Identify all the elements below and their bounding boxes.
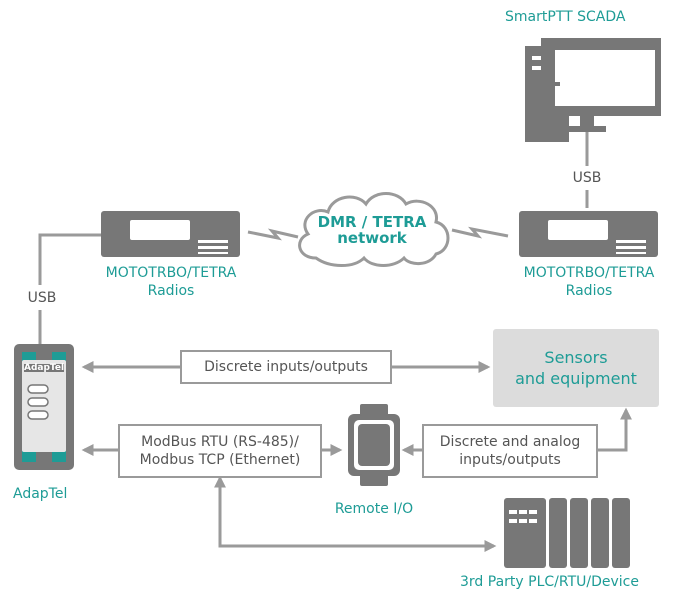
- radio-left-label-line2: Radios: [147, 283, 195, 299]
- usb-label-left: USB: [27, 290, 57, 306]
- plc-label: 3rd Party PLC/RTU/Device: [460, 574, 639, 590]
- sensors-label-line2: and equipment: [515, 369, 637, 388]
- radio-right-label-line2: Radios: [565, 283, 613, 299]
- radio-right-label-line1: MOTOTRBO/TETRA: [523, 265, 655, 281]
- arrow-modbus-plc: [214, 475, 497, 552]
- scada-label: SmartPTT SCADA: [505, 9, 626, 25]
- plc-device-icon: [504, 498, 630, 568]
- radio-right-label: MOTOTRBO/TETRA Radios: [524, 264, 655, 300]
- radio-left-label: MOTOTRBO/TETRA Radios: [106, 264, 237, 300]
- analog-io-label-line1: Discrete and analog: [439, 434, 581, 450]
- sensors-box: Sensors and equipment: [493, 329, 659, 407]
- computer-icon: [525, 38, 661, 142]
- discrete-io-label: Discrete inputs/outputs: [204, 359, 368, 375]
- cloud-icon: [298, 192, 450, 267]
- adaptel-label: AdapTel: [13, 486, 68, 502]
- arrow-analog-up: [598, 407, 632, 452]
- usb-line-left: [38, 233, 101, 285]
- usb-label-top: USB: [572, 170, 602, 186]
- adaptel-logo: AdapTel: [24, 363, 65, 373]
- radio-left-icon: [101, 211, 240, 257]
- analog-io-box: Discrete and analog inputs/outputs: [422, 424, 598, 478]
- modbus-label-line1: ModBus RTU (RS-485)/: [141, 434, 299, 450]
- remote-io-icon: [348, 404, 400, 486]
- wireless-right-icon: [451, 226, 509, 239]
- sensors-label-line1: Sensors: [544, 348, 608, 367]
- discrete-io-box: Discrete inputs/outputs: [180, 350, 392, 384]
- cloud-label-line1: DMR / TETRA: [317, 213, 427, 231]
- wireless-left-icon: [247, 228, 299, 241]
- modbus-box: ModBus RTU (RS-485)/ Modbus TCP (Etherne…: [118, 424, 322, 478]
- adaptel-device-icon: [14, 344, 74, 470]
- radio-right-icon: [519, 211, 658, 257]
- modbus-label-line2: Modbus TCP (Ethernet): [139, 452, 301, 468]
- remote-io-label: Remote I/O: [334, 501, 414, 517]
- cloud-label: DMR / TETRA network: [318, 214, 427, 246]
- radio-left-label-line1: MOTOTRBO/TETRA: [105, 265, 237, 281]
- analog-io-label-line2: inputs/outputs: [459, 452, 561, 468]
- cloud-label-line2: network: [337, 229, 407, 247]
